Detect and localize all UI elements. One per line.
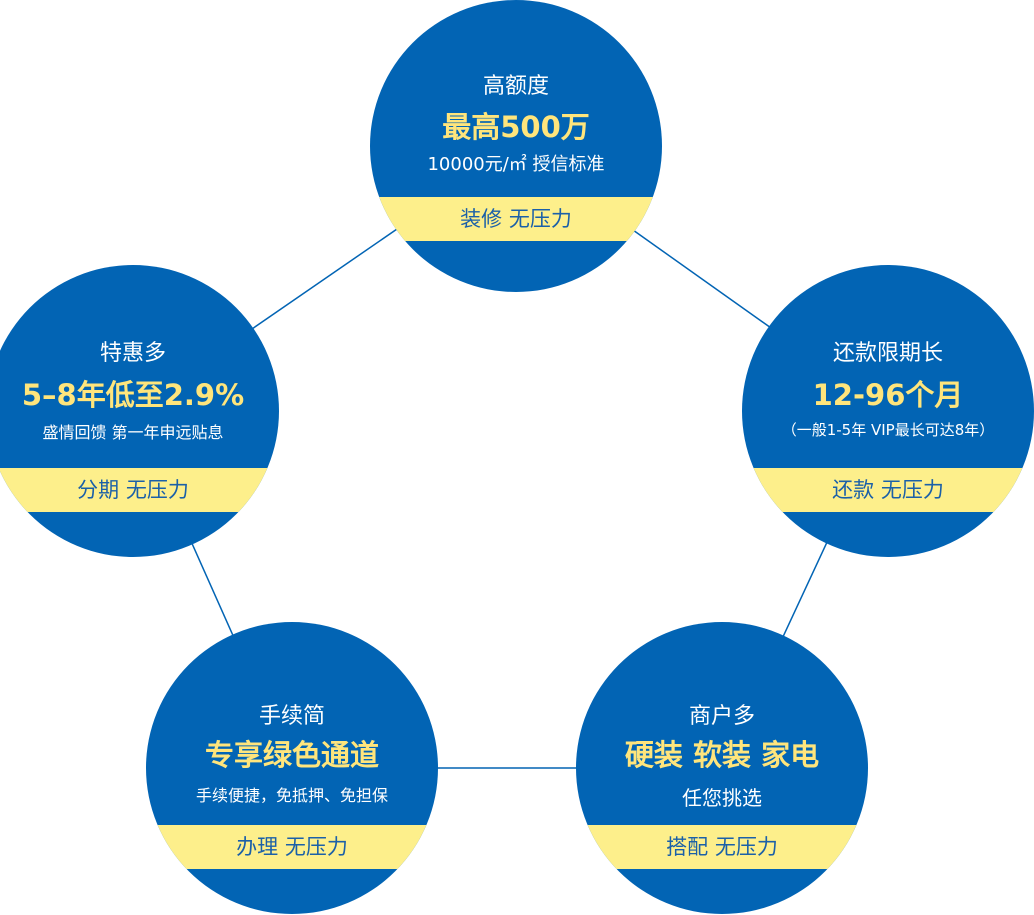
circle-highlight: 专享绿色通道 bbox=[204, 738, 379, 772]
circle-highlight: 5–8年低至2.9% bbox=[21, 378, 245, 412]
circle-subtitle: 10000元/㎡ 授信标准 bbox=[427, 154, 605, 175]
circle-subtitle: （一般1-5年 VIP最长可达8年） bbox=[781, 421, 995, 439]
circle-band: 装修 无压力 bbox=[370, 197, 662, 241]
circle-title: 手续简 bbox=[258, 704, 325, 729]
circle-highlight: 硬装 软装 家电 bbox=[624, 738, 820, 772]
circle-band: 分期 无压力 bbox=[0, 468, 279, 512]
circle-simple-process: 手续简 专享绿色通道 手续便捷，免抵押、免担保 办理 无压力 bbox=[146, 622, 438, 914]
circle-merchants: 商户多 硬装 软装 家电 任您挑选 搭配 无压力 bbox=[576, 622, 868, 914]
circle-title: 特惠多 bbox=[99, 341, 166, 366]
circle-band: 还款 无压力 bbox=[742, 468, 1034, 512]
circle-high-limit: 高额度 最高500万 10000元/㎡ 授信标准 装修 无压力 bbox=[370, 0, 662, 292]
circle-title: 高额度 bbox=[482, 74, 549, 99]
circle-highlight: 12-96个月 bbox=[812, 378, 964, 412]
circle-band: 搭配 无压力 bbox=[576, 825, 868, 869]
circle-subtitle: 任您挑选 bbox=[682, 786, 762, 810]
circle-band: 办理 无压力 bbox=[146, 825, 438, 869]
circle-subtitle: 盛情回馈 第一年申远贴息 bbox=[42, 423, 224, 442]
circle-highlight: 最高500万 bbox=[442, 110, 590, 144]
circle-discounts: 特惠多 5–8年低至2.9% 盛情回馈 第一年申远贴息 分期 无压力 bbox=[0, 265, 279, 557]
circle-subtitle: 手续便捷，免抵押、免担保 bbox=[195, 786, 388, 805]
circle-long-term: 还款限期长 12-96个月 （一般1-5年 VIP最长可达8年） 还款 无压力 bbox=[742, 265, 1034, 557]
circle-title: 还款限期长 bbox=[832, 341, 943, 366]
circle-title: 商户多 bbox=[688, 704, 755, 729]
